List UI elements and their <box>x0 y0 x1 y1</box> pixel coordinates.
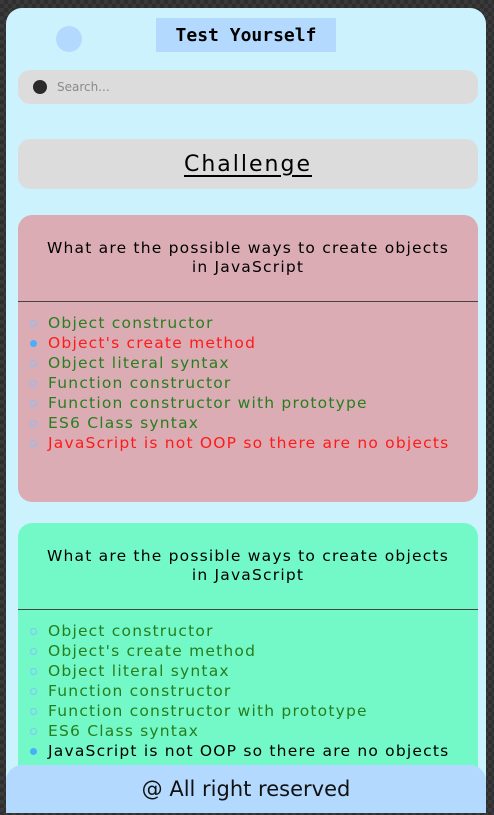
challenge-label: Challenge <box>184 151 312 177</box>
question-text: What are the possible ways to create obj… <box>18 523 478 610</box>
bullet-icon <box>30 747 37 755</box>
bullet-icon <box>30 439 37 447</box>
answer-option[interactable]: Object constructor <box>30 621 478 641</box>
answer-list: Object constructor Object's create metho… <box>18 302 478 453</box>
answer-option[interactable]: Object literal syntax <box>30 661 478 681</box>
answer-label: JavaScript is not OOP so there are no ob… <box>48 434 450 452</box>
bullet-icon <box>30 359 37 367</box>
answer-label: Function constructor <box>48 682 232 700</box>
bullet-icon <box>30 707 37 715</box>
answer-option[interactable]: Function constructor <box>30 681 478 701</box>
search-icon <box>33 80 47 94</box>
answer-option[interactable]: Object constructor <box>30 313 478 333</box>
answer-option[interactable]: JavaScript is not OOP so there are no ob… <box>30 741 478 761</box>
answer-list: Object constructor Object's create metho… <box>18 610 478 761</box>
answer-option[interactable]: Function constructor with prototype <box>30 393 478 413</box>
bullet-icon <box>30 399 37 407</box>
question-text: What are the possible ways to create obj… <box>18 215 478 302</box>
answer-option[interactable]: JavaScript is not OOP so there are no ob… <box>30 433 478 453</box>
search-input[interactable] <box>57 80 437 94</box>
answer-option[interactable]: Object literal syntax <box>30 353 478 373</box>
bullet-icon <box>30 627 37 635</box>
answer-label: Function constructor with prototype <box>48 702 368 720</box>
search-bar[interactable] <box>18 70 478 104</box>
answer-label: Object literal syntax <box>48 662 230 680</box>
answer-option[interactable]: Object's create method <box>30 641 478 661</box>
answer-option[interactable]: Function constructor <box>30 373 478 393</box>
answer-option[interactable]: Object's create method <box>30 333 478 353</box>
bullet-icon <box>30 339 37 347</box>
bullet-icon <box>30 379 37 387</box>
app-screen: Test Yourself Challenge What are the pos… <box>6 8 486 813</box>
avatar[interactable] <box>56 26 82 52</box>
question-card: What are the possible ways to create obj… <box>18 215 478 502</box>
bullet-icon <box>30 667 37 675</box>
answer-label: Object literal syntax <box>48 354 230 372</box>
answer-option[interactable]: ES6 Class syntax <box>30 413 478 433</box>
answer-label: ES6 Class syntax <box>48 722 200 740</box>
question-card: What are the possible ways to create obj… <box>18 523 478 783</box>
answer-label: Function constructor <box>48 374 232 392</box>
answer-label: Object constructor <box>48 622 214 640</box>
answer-label: Function constructor with prototype <box>48 394 368 412</box>
bullet-icon <box>30 647 37 655</box>
answer-label: Object's create method <box>48 642 257 660</box>
answer-label: JavaScript is not OOP so there are no ob… <box>48 742 450 760</box>
answer-option[interactable]: Function constructor with prototype <box>30 701 478 721</box>
answer-label: ES6 Class syntax <box>48 414 200 432</box>
bullet-icon <box>30 727 37 735</box>
page-title: Test Yourself <box>156 18 336 52</box>
bullet-icon <box>30 687 37 695</box>
bullet-icon <box>30 319 37 327</box>
footer: @ All right reserved <box>6 765 486 813</box>
answer-option[interactable]: ES6 Class syntax <box>30 721 478 741</box>
answer-label: Object constructor <box>48 314 214 332</box>
challenge-button[interactable]: Challenge <box>18 139 478 189</box>
bullet-icon <box>30 419 37 427</box>
answer-label: Object's create method <box>48 334 257 352</box>
